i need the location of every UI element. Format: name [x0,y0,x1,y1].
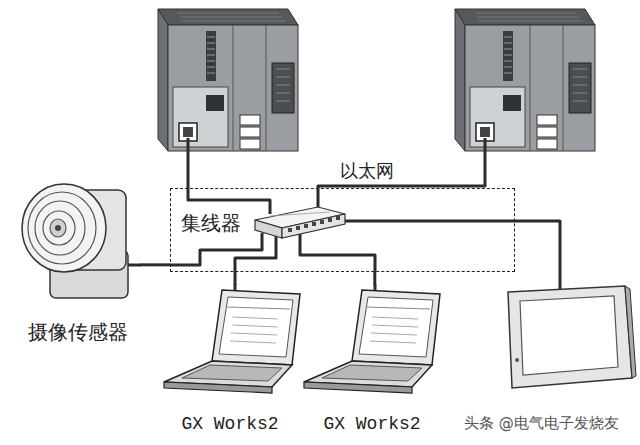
node-label: 摄像传感器 [28,320,128,344]
touch-panel [508,286,636,388]
ethernet-cable [234,272,237,285]
ethernet-cable [140,263,170,266]
laptop [164,290,300,393]
node-label: GX Works2 [323,414,420,436]
ethernet-cable [373,272,376,285]
node-label: 集线器 [181,211,241,235]
device-frame: GX Works2 [302,285,442,440]
device-frame: GX Works2 [160,285,300,440]
ethernet-cable [127,138,560,292]
watermark: 头条 @电气电子发烧友 [462,414,621,432]
hub-region: 集线器 [170,188,515,272]
hub-device [255,207,345,238]
node-label: GX Works2 [181,414,278,436]
network-label: 以太网 [338,160,396,182]
laptop [304,290,440,393]
plc-unit [455,9,595,151]
camera-sensor [22,184,128,298]
plc-unit [158,9,298,151]
device-frame: 摄像传感器 [15,150,140,348]
